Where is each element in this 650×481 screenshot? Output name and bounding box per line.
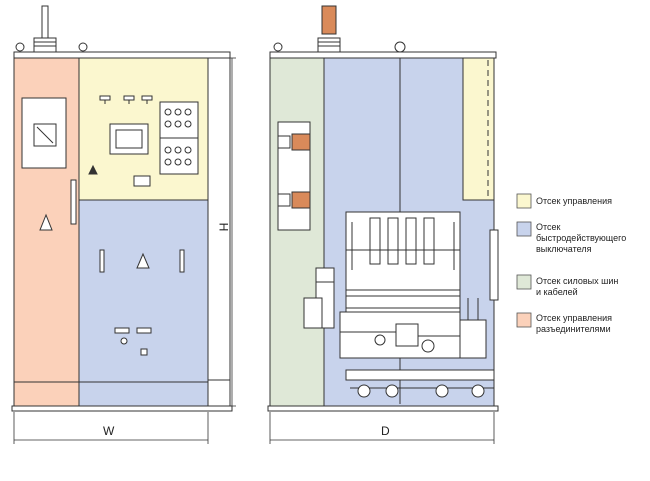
truck-wheel-2 <box>385 384 399 398</box>
breaker-indicator-right[interactable] <box>136 327 152 334</box>
width-label: W <box>103 424 115 438</box>
height-dimension <box>228 57 236 407</box>
side-view <box>267 5 499 412</box>
front-lifting-eye-right <box>78 42 88 52</box>
breaker-slot-right <box>179 249 185 273</box>
breaker-indicator-left[interactable] <box>114 327 130 334</box>
height-label: H <box>216 222 231 232</box>
truck-wheel-3 <box>435 384 449 398</box>
front-bushing <box>33 37 57 53</box>
breaker-warning-icon <box>136 252 150 269</box>
front-side-panel <box>207 57 231 407</box>
control-switch[interactable] <box>133 175 151 187</box>
width-dimension <box>13 412 209 444</box>
front-top-cover <box>13 51 231 59</box>
side-door-handle[interactable] <box>489 229 499 301</box>
legend-swatch-disconnector <box>516 312 532 328</box>
cable-terminal-lower <box>291 191 311 209</box>
truck-wheel-1 <box>357 384 371 398</box>
side-control-compartment <box>462 57 495 201</box>
truck-wheel-4 <box>471 384 485 398</box>
legend-label-disconnector: Отсек управления разъединителями <box>536 313 613 334</box>
side-top-cover <box>269 51 497 59</box>
front-base <box>11 405 233 412</box>
legend-label-control: Отсек управления <box>536 196 613 206</box>
side-lifting-eye-right <box>394 41 406 53</box>
depth-label: D <box>381 424 390 438</box>
cable-terminal-upper <box>291 133 311 151</box>
control-indicators <box>99 95 153 104</box>
legend-swatch-control <box>516 193 532 209</box>
legend <box>516 193 532 328</box>
legend-label-busbar: Отсек силовых шин и кабелей <box>536 276 619 297</box>
warning-triangle-icon <box>39 213 53 231</box>
control-warning-icon <box>88 164 98 175</box>
side-bushing <box>317 37 341 53</box>
breaker-truck <box>345 369 495 381</box>
legend-swatch-breaker <box>516 221 532 237</box>
disconnector-handle[interactable] <box>70 179 77 225</box>
front-view <box>11 5 233 412</box>
front-breaker-compartment <box>78 199 209 407</box>
side-busbar-compartment <box>269 57 325 407</box>
side-copper-terminal <box>321 5 337 35</box>
legend-swatch-busbar <box>516 274 532 290</box>
front-busbar-terminal <box>41 5 49 39</box>
side-lifting-eye-left <box>273 42 283 52</box>
front-lifting-eye-left <box>15 42 25 52</box>
breaker-slot-left <box>99 249 105 273</box>
side-base <box>267 405 499 412</box>
depth-dimension <box>269 412 495 444</box>
legend-label-breaker: Отсек быстродействующего выключателя <box>536 222 627 254</box>
